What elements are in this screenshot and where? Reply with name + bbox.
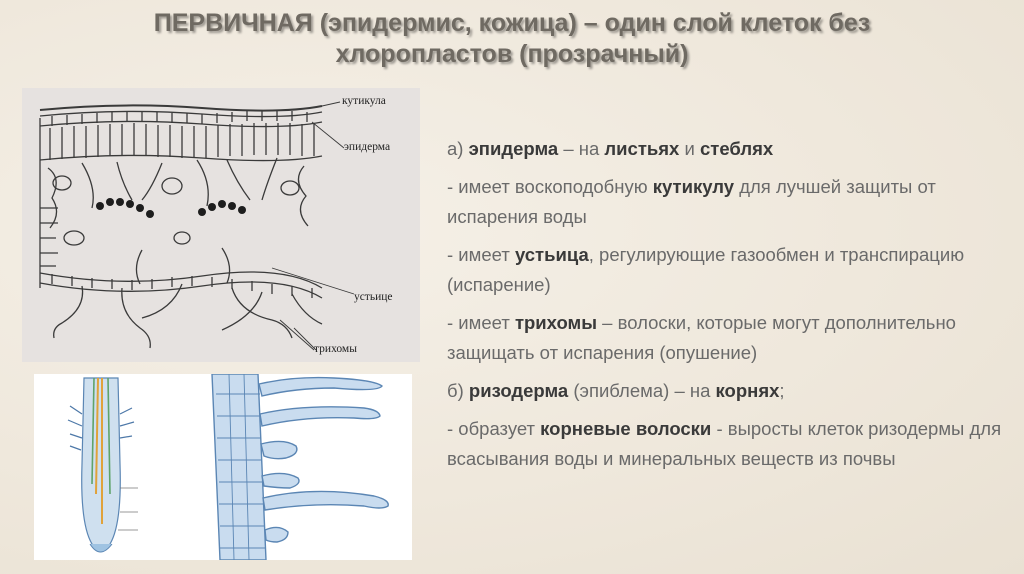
root-tip-drawing: [67, 377, 138, 553]
label-stomata: устьице: [354, 291, 393, 303]
label-epidermis: эпидерма: [344, 141, 390, 153]
content-text: а) эпидерма – на листьях и стеблях - име…: [447, 134, 1019, 482]
title-line-1: ПЕРВИЧНАЯ (эпидермис, кожица) – один сло…: [153, 9, 871, 37]
slide-title: ПЕРВИЧНАЯ (эпидермис, кожица) – один сло…: [60, 8, 964, 70]
root-hairs-figure: [34, 373, 412, 561]
root-hairs-drawing: [211, 373, 389, 561]
root-drawing: [67, 373, 389, 561]
paragraph-trichomes: - имеет трихомы – волоски, которые могут…: [447, 312, 956, 363]
paragraph-stomata: - имеет устьица, регулирующие газообмен …: [447, 244, 965, 295]
paragraph-root-hairs: - образует корневые волоски - выросты кл…: [447, 418, 1002, 469]
paragraph-rhizodermis: б) ризодерма (эпиблема) – на корнях;: [447, 380, 785, 401]
paragraph-cuticle: - имеет воскоподобную кутикулу для лучше…: [447, 176, 936, 227]
leaf-section-drawing: кутикула эпидерма устьице трихомы: [39, 95, 393, 355]
leaf-cross-section-figure: кутикула эпидерма устьице трихомы: [22, 88, 420, 362]
label-cuticle: кутикула: [342, 95, 386, 107]
title-line-2: хлоропластов (прозрачный): [335, 40, 689, 68]
paragraph-epidermis: а) эпидерма – на листьях и стеблях: [447, 138, 774, 159]
label-trichomes: трихомы: [314, 343, 357, 355]
